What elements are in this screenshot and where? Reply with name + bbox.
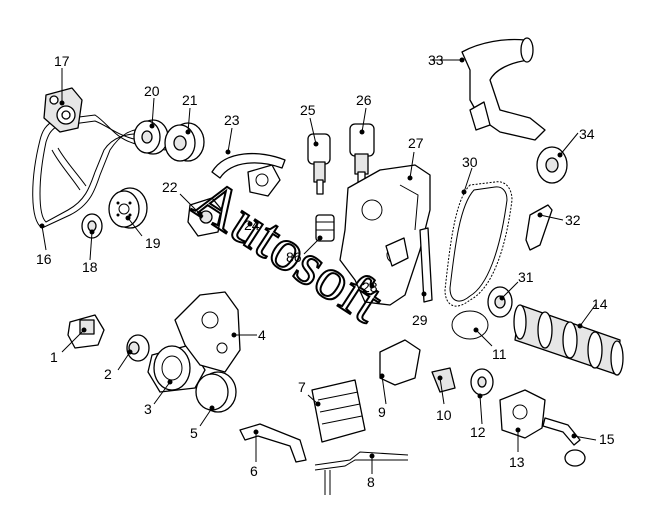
- part-22-bracket: [187, 197, 223, 237]
- callout-29: 29: [412, 312, 428, 328]
- part-33-pipe: [461, 37, 546, 141]
- part-4-housing: [174, 291, 241, 373]
- callout-28: 28: [362, 279, 378, 295]
- callout-20: 20: [144, 83, 160, 99]
- callout-86: 86: [286, 249, 302, 265]
- part-21-pulley: [164, 122, 205, 162]
- part-23-24-arm: [211, 152, 286, 197]
- callout-14: 14: [592, 296, 608, 312]
- callout-18: 18: [82, 259, 98, 275]
- callout-16: 16: [36, 251, 52, 267]
- callout-26: 26: [356, 92, 372, 108]
- part-7-filter: [311, 379, 366, 443]
- part-20-pulley: [133, 119, 169, 155]
- callout-11: 11: [492, 346, 507, 362]
- part-6-pipe: [239, 423, 307, 463]
- leader-lines: [39, 57, 597, 474]
- part-86-filter: [315, 214, 335, 242]
- part-17-tensioner: [43, 87, 83, 133]
- callout-27: 27: [408, 135, 424, 151]
- part-12-gear: [470, 368, 494, 396]
- callout-31: 31: [518, 269, 534, 285]
- part-27-timing-cover: [339, 164, 431, 306]
- callout-10: 10: [436, 407, 452, 423]
- callout-19: 19: [145, 235, 161, 251]
- part-5-cover: [195, 371, 237, 413]
- callout-8: 8: [367, 474, 375, 490]
- part-10-bracket: [431, 367, 456, 393]
- part-9-cover: [379, 339, 421, 386]
- callout-32: 32: [565, 212, 581, 228]
- callout-6: 6: [250, 463, 258, 479]
- part-19-pulley: [108, 187, 148, 229]
- callout-9: 9: [378, 404, 386, 420]
- part-32-guide: [525, 204, 553, 251]
- callout-21: 21: [182, 92, 198, 108]
- part-13-oil-pump: [499, 389, 546, 439]
- callout-34: 34: [579, 126, 595, 142]
- callout-12: 12: [470, 424, 486, 440]
- callout-24: 24: [244, 217, 260, 233]
- callout-4: 4: [258, 327, 266, 343]
- part-26-sensor: [349, 123, 375, 183]
- callout-1: 1: [50, 349, 58, 365]
- part-3-alternator: [147, 344, 206, 393]
- callout-15: 15: [599, 431, 615, 447]
- part-29-guide: [419, 227, 433, 303]
- callout-23: 23: [224, 112, 240, 128]
- part-30-chain: [444, 181, 513, 307]
- callout-3: 3: [144, 401, 152, 417]
- part-2-pulley: [126, 334, 150, 362]
- part-25-sensor: [307, 133, 331, 195]
- callout-7: 7: [298, 379, 306, 395]
- callout-30: 30: [462, 154, 478, 170]
- callout-17: 17: [54, 53, 70, 69]
- callout-2: 2: [104, 366, 112, 382]
- part-14-camshaft: [513, 304, 624, 376]
- callout-22: 22: [162, 179, 178, 195]
- part-28-guide: [385, 237, 409, 267]
- callout-25: 25: [300, 102, 316, 118]
- callout-13: 13: [509, 454, 525, 470]
- callout-33: 33: [428, 52, 444, 68]
- part-8-pipe: [314, 451, 409, 495]
- callout-5: 5: [190, 425, 198, 441]
- part-15-pickup: [542, 417, 586, 467]
- part-11-sprocket: [451, 310, 489, 340]
